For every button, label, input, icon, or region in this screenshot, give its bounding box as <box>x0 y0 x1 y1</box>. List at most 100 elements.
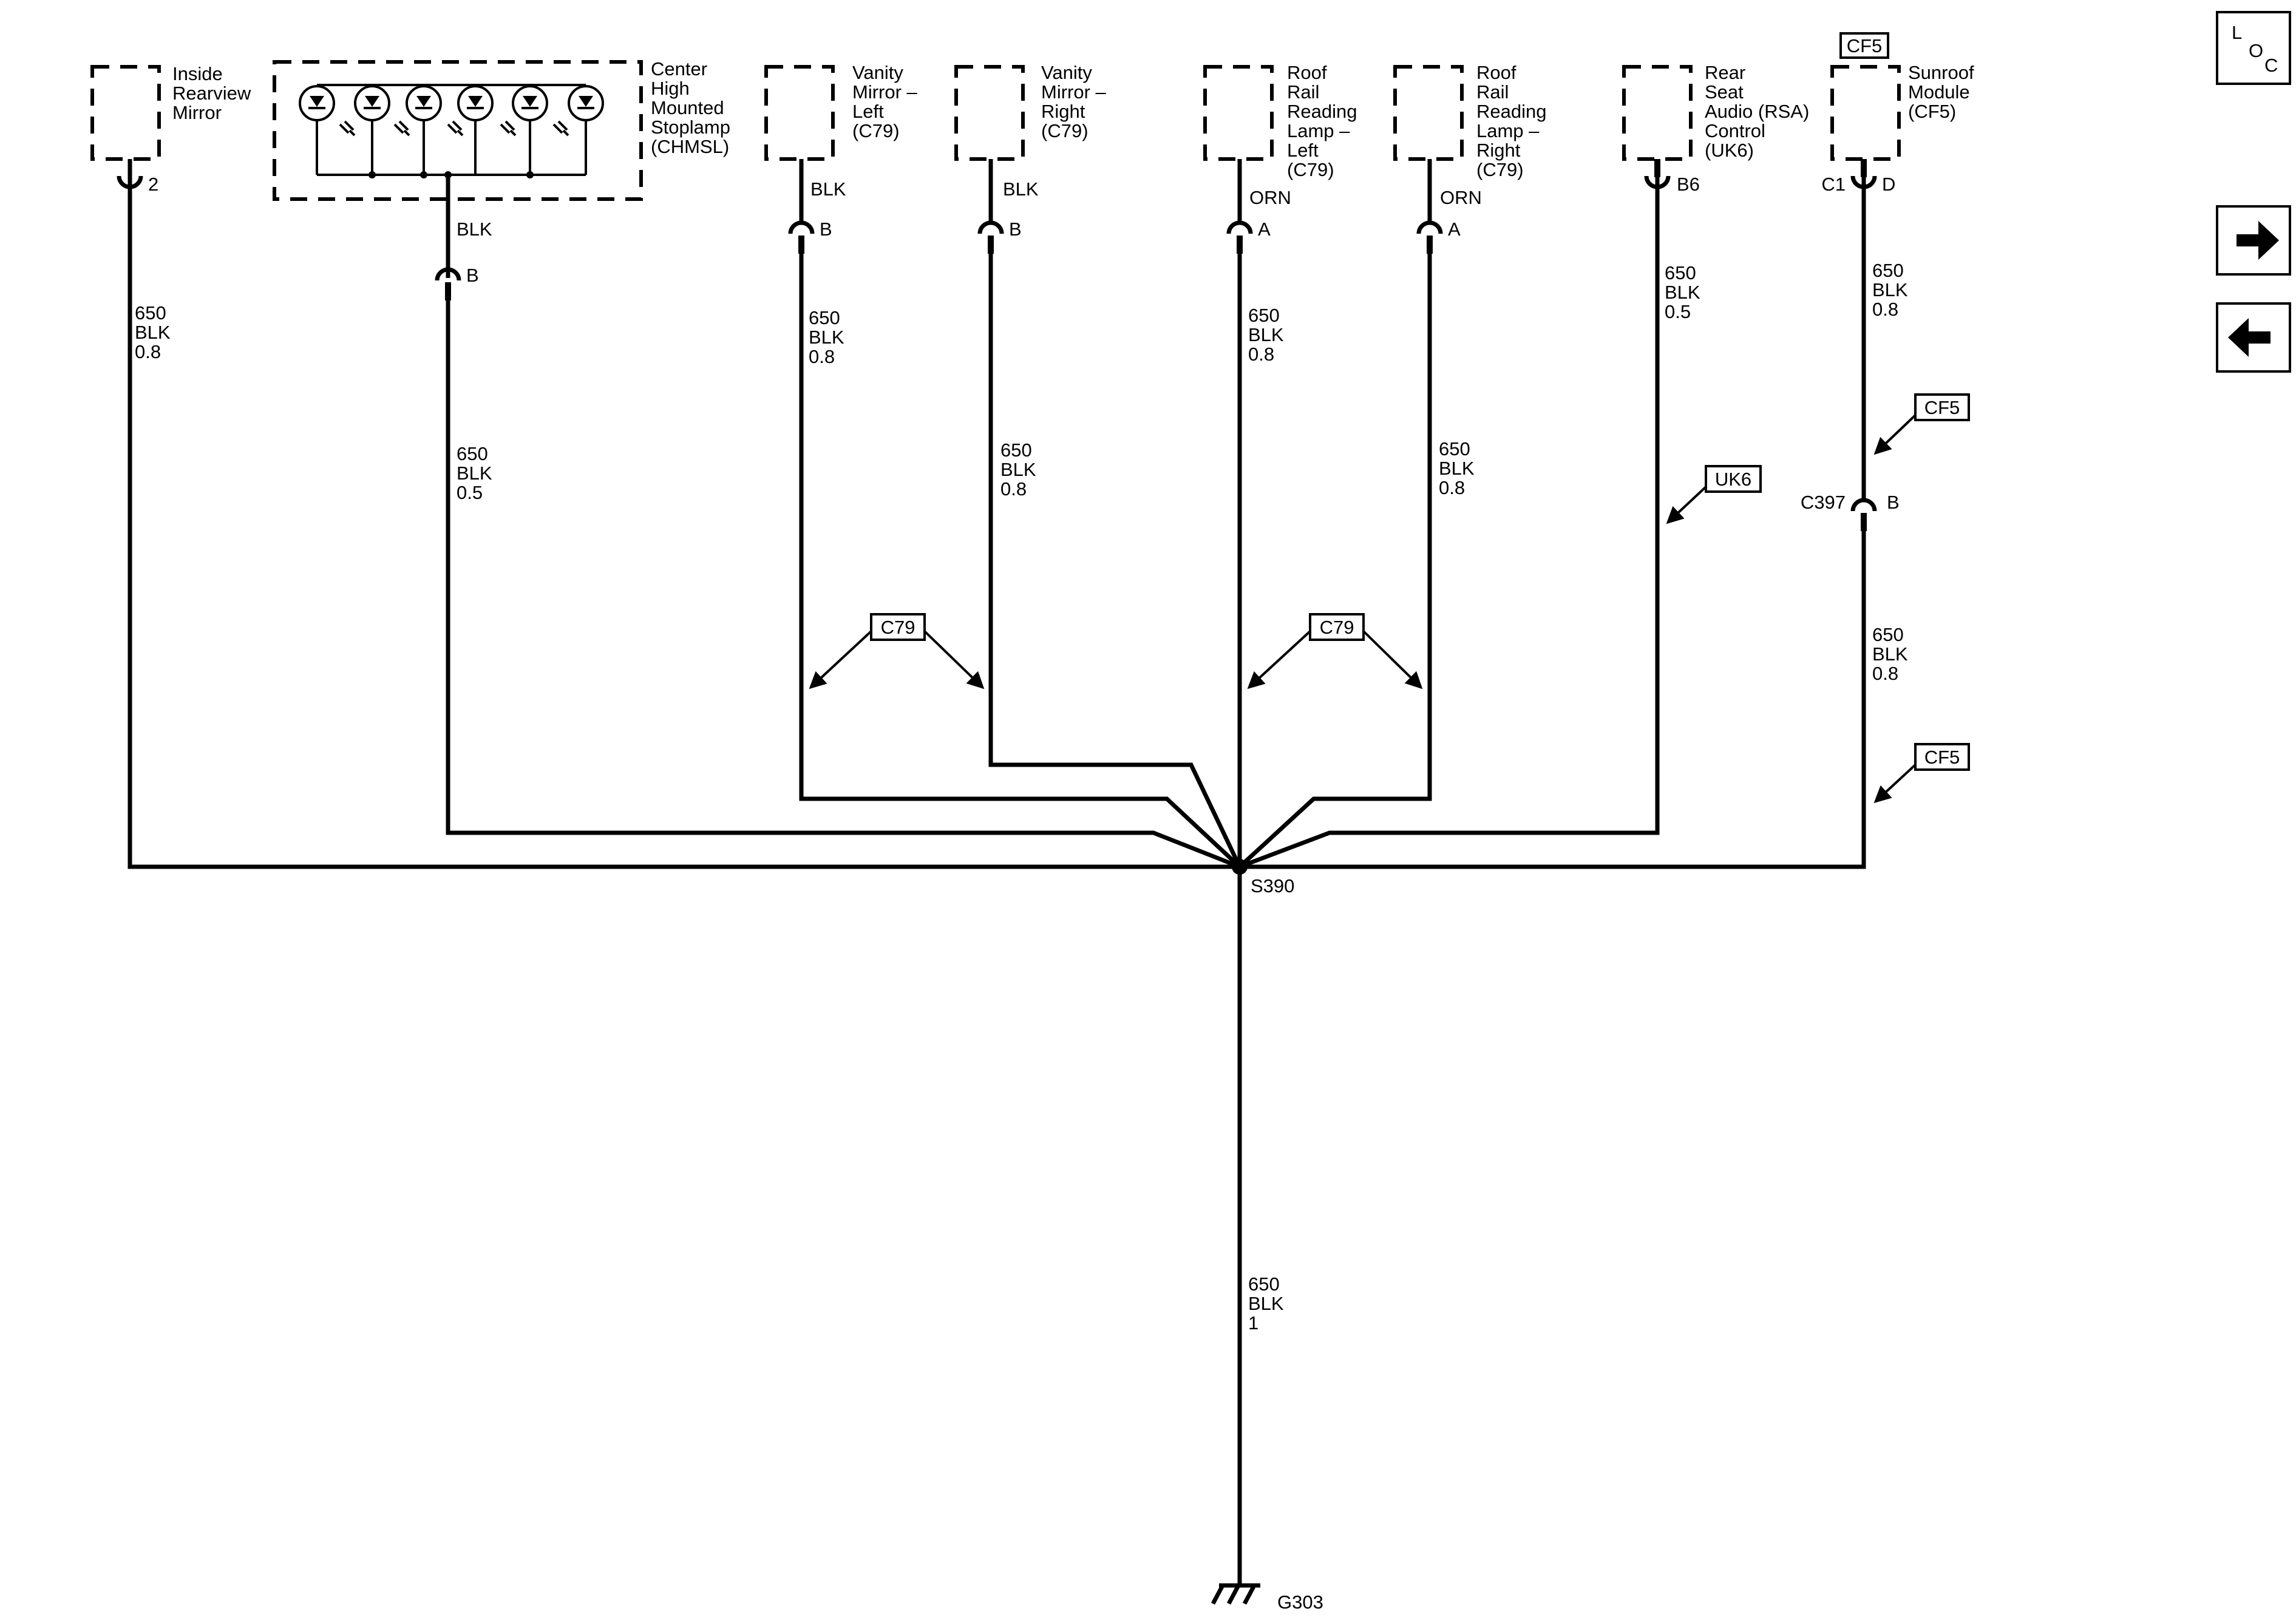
arrow-right-icon <box>2237 221 2279 260</box>
pin-label: B <box>820 219 832 240</box>
component-label: Control <box>1705 120 1765 141</box>
component-label: Center <box>651 58 707 80</box>
option-tags: C79 C79 UK6 CF5 CF5 <box>809 393 1970 804</box>
connector-label: C397 <box>1801 492 1846 513</box>
wires <box>127 177 1866 1584</box>
component-label: Mounted <box>651 97 724 118</box>
wire-size: 0.8 <box>1000 478 1027 500</box>
component-label: Seat <box>1705 81 1744 103</box>
led-icon <box>512 85 548 175</box>
component-label: (C79) <box>1476 159 1524 180</box>
prev-page-button[interactable] <box>2216 302 2291 373</box>
component-label: (CF5) <box>1908 101 1956 122</box>
component-label: (UK6) <box>1705 140 1754 161</box>
wire-circuit: 650 <box>1439 438 1470 459</box>
wire-color: BLK <box>1439 458 1475 479</box>
chmsl: Center High Mounted Stoplamp (CHMSL) <box>273 58 730 201</box>
wire-size: 0.8 <box>1439 477 1465 498</box>
component-label: Vanity <box>852 62 903 83</box>
option-tag-label: C79 <box>881 617 915 638</box>
wire-size: 0.8 <box>809 346 835 367</box>
option-tag <box>1839 32 1889 59</box>
wire-color-label: BLK <box>457 219 492 240</box>
wire-size: 0.8 <box>1872 299 1898 320</box>
wire-color: BLK <box>809 327 844 348</box>
pin-label: B <box>1009 219 1022 240</box>
component-label: Roof <box>1287 62 1327 83</box>
led-array <box>299 84 604 178</box>
led-icon <box>354 85 390 175</box>
connector-pins: 2 B BLK B BLK B BLK A ORN A ORN B6 <box>117 159 1900 531</box>
component-label: Left <box>1287 140 1319 161</box>
vanity-mirror-right: Vanity Mirror – Right (C79) <box>954 62 1107 161</box>
wire-color: BLK <box>1248 324 1284 345</box>
wire-color: BLK <box>1872 279 1908 300</box>
component-label: Lamp – <box>1476 120 1540 141</box>
wire-size: 1 <box>1248 1312 1258 1334</box>
component-label: Module <box>1908 81 1970 103</box>
component-label: Audio (RSA) <box>1705 101 1809 122</box>
component-label: Rail <box>1476 81 1509 103</box>
loc-letter: O <box>2249 40 2263 61</box>
light-emission-marks <box>339 120 569 137</box>
component-label: Inside <box>172 63 223 84</box>
component-label: Left <box>852 101 884 122</box>
component-label: High <box>651 78 690 99</box>
option-tag <box>1705 465 1762 493</box>
wire-circuit: 650 <box>457 443 488 464</box>
component-label: Reading <box>1476 101 1546 122</box>
option-tag-label: UK6 <box>1715 469 1751 490</box>
component-label: Vanity <box>1041 62 1092 83</box>
loc-button[interactable]: L O C <box>2216 11 2291 85</box>
component-label: Rear <box>1705 62 1745 83</box>
component-label: (C79) <box>852 120 900 141</box>
pin-label: 2 <box>148 174 158 195</box>
component-label: Roof <box>1476 62 1517 83</box>
loc-letter: L <box>2232 22 2242 43</box>
splice-dot <box>1232 859 1248 875</box>
wire-circuit: 650 <box>809 307 840 328</box>
pin-label: A <box>1448 219 1461 240</box>
wire-circuit: 650 <box>1248 305 1280 326</box>
wire-color: BLK <box>135 322 171 343</box>
wire-color-label: BLK <box>810 178 846 200</box>
led-icon <box>568 85 604 175</box>
pin-label: A <box>1258 219 1271 240</box>
component-label: Reading <box>1287 101 1357 122</box>
splice-label: S390 <box>1251 875 1294 897</box>
led-icon <box>406 85 442 175</box>
wire-circuit: 650 <box>1000 439 1032 461</box>
loc-letter: C <box>2264 55 2278 76</box>
wire-labels: 650 BLK 0.8 650 BLK 0.5 650 BLK 0.8 650 … <box>135 260 1908 1334</box>
wire-color-label: BLK <box>1003 178 1039 200</box>
wire-size: 0.8 <box>1872 663 1898 684</box>
component-label: Lamp – <box>1287 120 1350 141</box>
next-page-button[interactable] <box>2216 205 2291 276</box>
vanity-mirror-left: Vanity Mirror – Left (C79) <box>764 62 918 161</box>
led-icon <box>299 85 335 175</box>
option-tag-label: CF5 <box>1847 35 1883 56</box>
wire-color: BLK <box>1000 459 1036 480</box>
wire-color-label: ORN <box>1249 187 1291 208</box>
wire-size: 0.5 <box>457 482 483 503</box>
pin-label: B <box>466 265 479 286</box>
roof-rail-lamp-right: Roof Rail Reading Lamp – Right (C79) <box>1393 62 1546 180</box>
option-tag <box>1309 613 1365 641</box>
connector-label: C1 <box>1821 174 1846 195</box>
wire-circuit: 650 <box>135 302 166 324</box>
wire-circuit: 650 <box>1872 624 1904 645</box>
wire-color: BLK <box>1872 643 1908 665</box>
wire-circuit: 650 <box>1872 260 1904 281</box>
pin-label: B6 <box>1677 174 1700 195</box>
component-label: Mirror – <box>1041 81 1107 103</box>
option-tag <box>1914 743 1970 771</box>
wire-size: 0.8 <box>1248 344 1274 365</box>
wire-circuit: 650 <box>1665 262 1696 283</box>
wire-color: BLK <box>1665 282 1700 303</box>
component-label: Right <box>1041 101 1085 122</box>
option-tag-label: CF5 <box>1924 397 1960 418</box>
option-tag <box>870 613 926 641</box>
component-label: Rail <box>1287 81 1319 103</box>
option-tag-label: CF5 <box>1924 747 1960 768</box>
component-label: Right <box>1476 140 1521 161</box>
